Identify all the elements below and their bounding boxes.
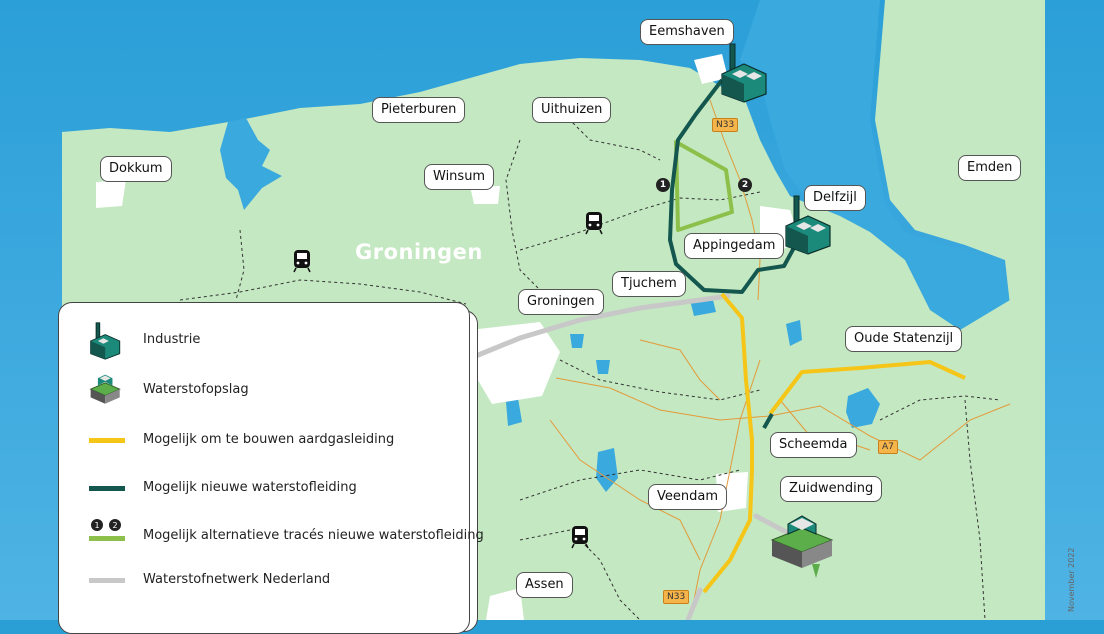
legend-marker-2: 2 bbox=[112, 521, 117, 530]
border-line bbox=[559, 359, 761, 401]
road-shield-n33: N33 bbox=[712, 118, 739, 132]
place-label-delfzijl[interactable]: Delfzijl bbox=[804, 185, 866, 211]
place-label-pieterburen[interactable]: Pieterburen bbox=[372, 97, 466, 123]
hydrogen-network-line bbox=[463, 293, 731, 363]
border-line bbox=[179, 279, 467, 305]
place-label-assen[interactable]: Assen bbox=[516, 572, 573, 598]
legend-label: Mogelijk alternatieve tracés nieuwe wate… bbox=[143, 528, 484, 543]
route-marker-2: 2 bbox=[738, 178, 752, 192]
legend-panel: Industrie Waterstofopslag Mogelijk om te… bbox=[58, 302, 484, 634]
legend-row-industry: Industrie bbox=[85, 321, 465, 361]
border-line bbox=[505, 139, 541, 291]
aardgas-pipeline bbox=[768, 360, 966, 416]
place-label-uithuizen[interactable]: Uithuizen bbox=[532, 97, 612, 123]
urban-area bbox=[470, 322, 560, 404]
legend-label: Mogelijk om te bouwen aardgasleiding bbox=[143, 432, 395, 447]
border-line bbox=[879, 395, 1001, 421]
road-line bbox=[709, 99, 761, 301]
urban-area bbox=[486, 588, 524, 620]
place-label-oude-statenzijl[interactable]: Oude Statenzijl bbox=[845, 326, 963, 352]
aardgas-pipeline bbox=[702, 292, 754, 594]
road-line bbox=[549, 419, 701, 561]
road-shield-a7: A7 bbox=[878, 440, 898, 454]
lake bbox=[570, 334, 584, 348]
legend-label: Mogelijk nieuwe waterstofleiding bbox=[143, 480, 357, 495]
place-label-dokkum[interactable]: Dokkum bbox=[100, 156, 172, 182]
darkgreen-line-symbol bbox=[89, 486, 125, 491]
road-shield-n33: N33 bbox=[663, 590, 690, 604]
place-label-tjuchem[interactable]: Tjuchem bbox=[612, 271, 686, 297]
place-label-emden[interactable]: Emden bbox=[958, 155, 1022, 181]
industry-icon bbox=[90, 322, 121, 360]
yellow-line-symbol bbox=[89, 438, 125, 443]
german-land bbox=[875, 0, 1045, 305]
industry-icon bbox=[785, 195, 831, 255]
region-label: Groningen bbox=[355, 240, 483, 264]
train-icon bbox=[293, 250, 311, 273]
legend-label: Waterstofopslag bbox=[143, 382, 249, 397]
grey-line-symbol bbox=[89, 578, 125, 583]
storage-icon bbox=[770, 515, 834, 578]
lake bbox=[786, 320, 802, 346]
legend-row-aardgas: Mogelijk om te bouwen aardgasleiding bbox=[85, 421, 465, 461]
route-marker-1: 1 bbox=[656, 178, 670, 192]
hydrogen-network-line bbox=[685, 587, 703, 620]
legend-row-alternative: 1 2 Mogelijk alternatieve tracés nieuwe … bbox=[85, 517, 484, 557]
place-label-scheemda[interactable]: Scheemda bbox=[770, 432, 857, 458]
estuary-water bbox=[740, 0, 1010, 330]
place-label-groningen[interactable]: Groningen bbox=[518, 289, 604, 315]
alternative-route bbox=[674, 140, 734, 232]
new-hydrogen-pipeline bbox=[668, 78, 808, 294]
legend-label: Waterstofnetwerk Nederland bbox=[143, 572, 331, 587]
lauwersmeer-water bbox=[220, 118, 282, 210]
legend-marker-1: 1 bbox=[94, 521, 99, 530]
urban-area bbox=[470, 186, 500, 204]
harbour-area bbox=[694, 54, 728, 84]
hydrogen-network-line bbox=[753, 513, 793, 537]
road-line bbox=[639, 339, 721, 401]
border-line bbox=[964, 399, 986, 620]
legend-row-storage: Waterstofopslag bbox=[85, 371, 465, 411]
date-note: November 2022 bbox=[1067, 547, 1076, 612]
lightgreen-line-symbol: 1 2 bbox=[89, 519, 125, 541]
new-hydrogen-pipeline bbox=[762, 413, 774, 429]
border-line bbox=[559, 109, 661, 161]
place-label-eemshaven[interactable]: Eemshaven bbox=[640, 19, 734, 45]
lake bbox=[596, 360, 610, 374]
lake bbox=[596, 448, 618, 492]
legend-row-network: Waterstofnetwerk Nederland bbox=[85, 561, 465, 601]
industry-icon bbox=[721, 43, 767, 103]
lake bbox=[846, 388, 880, 428]
place-label-appingedam[interactable]: Appingedam bbox=[684, 233, 785, 259]
urban-area bbox=[96, 180, 126, 208]
train-icon bbox=[585, 212, 603, 235]
border-line bbox=[235, 229, 245, 301]
border-line bbox=[519, 469, 741, 501]
place-label-zuidwending[interactable]: Zuidwending bbox=[780, 476, 883, 502]
place-label-veendam[interactable]: Veendam bbox=[648, 484, 728, 510]
legend-label: Industrie bbox=[143, 332, 201, 347]
lake bbox=[506, 398, 522, 426]
storage-icon bbox=[89, 374, 121, 404]
place-label-winsum[interactable]: Winsum bbox=[424, 164, 495, 190]
road-line bbox=[555, 377, 1011, 461]
train-icon bbox=[571, 526, 589, 549]
legend-row-new-hydrogen: Mogelijk nieuwe waterstofleiding bbox=[85, 469, 465, 509]
